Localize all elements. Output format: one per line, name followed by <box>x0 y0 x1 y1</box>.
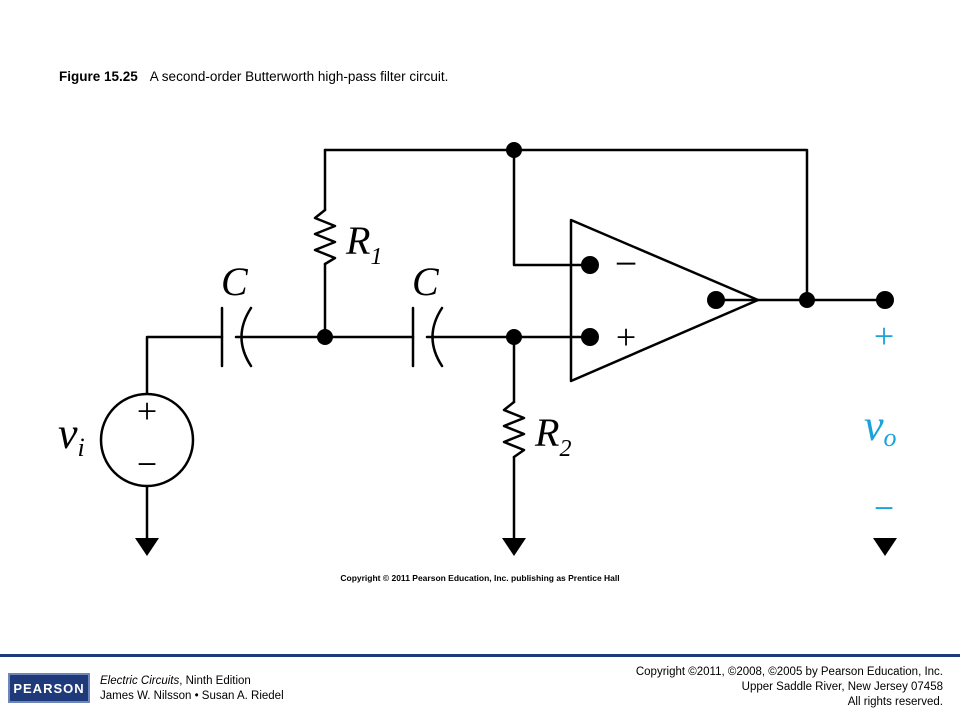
figure-caption-text: A second-order Butterworth high-pass fil… <box>149 69 449 84</box>
pearson-logo: PEARSON <box>8 673 90 703</box>
r1-label-main: R <box>345 218 370 263</box>
vo-label-main: v <box>864 401 884 450</box>
r1-label-sub: 1 <box>370 244 382 270</box>
node-output-junction <box>799 292 815 308</box>
inverting-feedback-wire <box>512 148 592 267</box>
copyright-line-1: Copyright ©2011, ©2008, ©2005 by Pearson… <box>635 666 943 678</box>
node-inverting-input <box>581 256 599 274</box>
ground-r2-icon <box>502 538 526 556</box>
input-wire <box>145 335 224 395</box>
r2-label-sub: 2 <box>559 436 571 462</box>
book-authors: James W. Nilsson • Susan A. Riedel <box>100 690 284 702</box>
voltage-source-circle <box>99 392 195 488</box>
figure-caption: Figure 15.25 A second-order Butterworth h… <box>59 69 448 84</box>
output-plus-sign: + <box>874 316 894 356</box>
node-r1-junction <box>317 329 333 345</box>
vo-label-sub: o <box>884 423 897 452</box>
circuit-diagram: C C R1 R2 vi vo + − − + + − <box>58 142 897 556</box>
node-r2-junction <box>506 329 522 345</box>
c1-label: C <box>221 259 249 304</box>
vi-label-sub: i <box>78 433 85 462</box>
r2-resistor <box>502 400 526 459</box>
figure-number: Figure 15.25 <box>59 69 138 84</box>
node-top <box>506 142 522 158</box>
copyright-line-2: Upper Saddle River, New Jersey 07458 <box>741 681 943 693</box>
node-noninverting-input <box>581 328 599 346</box>
footer-rule <box>0 654 960 657</box>
r2-label: R2 <box>534 410 571 462</box>
r1-resistor <box>313 208 337 266</box>
node-opamp-output <box>707 291 725 309</box>
book-info: Electric Circuits, Ninth Edition James W… <box>100 674 284 704</box>
book-title: Electric Circuits <box>100 675 180 687</box>
feedback-wire <box>323 148 809 302</box>
book-edition: , Ninth Edition <box>179 675 251 687</box>
vo-label: vo <box>864 401 897 452</box>
ground-output-icon <box>873 538 897 556</box>
figure-copyright: Copyright © 2011 Pearson Education, Inc.… <box>340 573 620 583</box>
r2-label-main: R <box>534 410 559 455</box>
opamp-plus-sign: + <box>616 317 636 357</box>
opamp-minus-sign: − <box>615 241 638 286</box>
ground-source-icon <box>135 538 159 556</box>
copyright-line-3: All rights reserved. <box>847 696 943 708</box>
node-output-terminal <box>876 291 894 309</box>
vi-label-main: v <box>58 409 78 458</box>
r1-label: R1 <box>345 218 382 270</box>
source-plus-sign: + <box>137 391 157 431</box>
c2-label: C <box>412 259 440 304</box>
publisher-copyright: Copyright ©2011, ©2008, ©2005 by Pearson… <box>636 665 943 710</box>
opamp-triangle <box>569 218 760 383</box>
source-minus-sign: − <box>137 444 157 484</box>
vi-label: vi <box>58 409 85 462</box>
output-minus-sign: − <box>874 488 894 528</box>
